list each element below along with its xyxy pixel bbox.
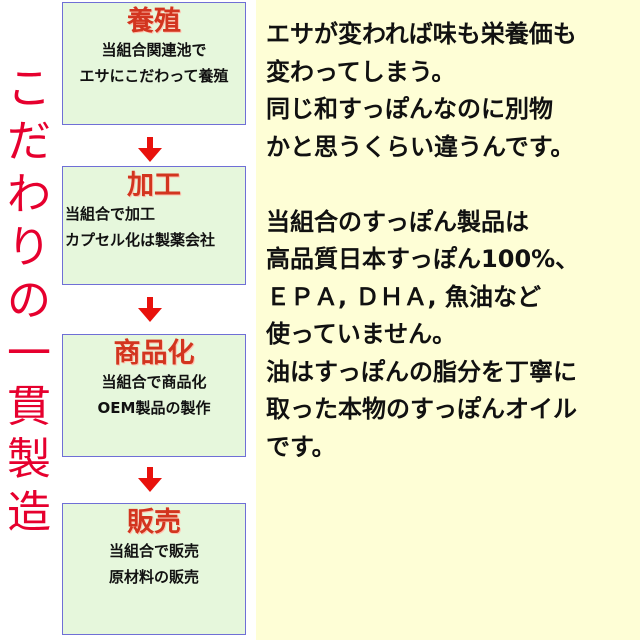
vertical-title-char: わ — [7, 169, 51, 220]
step-title-processing: 加工 — [127, 170, 181, 201]
step-line: 当組合で加工 — [65, 205, 156, 223]
description-line: ＥＰＡ, ＤＨＡ, 魚油など — [266, 282, 541, 311]
vertical-title-char: 一 — [7, 328, 51, 379]
step-title-breeding: 養殖 — [127, 6, 181, 37]
description-line: 油はすっぽんの脂分を丁寧に — [266, 357, 578, 386]
step-box-processing: 加工 当組合で加工 カプセル化は製薬会社 — [62, 166, 246, 285]
step-line: 当組合関連池で — [101, 41, 207, 59]
description-line: です。 — [266, 432, 336, 461]
step-box-commercialization: 商品化 当組合で商品化 OEM製品の製作 — [62, 334, 246, 457]
vertical-title-char: 貫 — [7, 381, 51, 432]
vertical-title-char: 造 — [7, 487, 51, 538]
description-line: 当組合のすっぽん製品は — [266, 207, 530, 236]
down-arrow-icon — [138, 137, 162, 162]
vertical-title: こ だ わ り の 一 貫 製 造 — [6, 62, 52, 539]
vertical-title-char: こ — [7, 63, 51, 114]
step-line: OEM製品の製作 — [97, 399, 211, 417]
paragraph-gap — [266, 166, 640, 204]
vertical-title-char: り — [7, 222, 51, 273]
vertical-title-char: 製 — [7, 434, 51, 485]
step-line: 原材料の販売 — [108, 568, 199, 586]
description-line: 変わってしまう。 — [266, 57, 456, 86]
step-line: カプセル化は製薬会社 — [65, 231, 216, 249]
step-box-breeding: 養殖 当組合関連池で エサにこだわって養殖 — [62, 2, 246, 125]
vertical-title-char: だ — [7, 116, 51, 167]
description-line: 高品質日本すっぽん100%、 — [266, 245, 580, 273]
description-line: かと思うくらい違うんです。 — [266, 132, 575, 161]
step-title-commercialization: 商品化 — [113, 338, 195, 369]
step-box-sales: 販売 当組合で販売 原材料の販売 — [62, 503, 246, 635]
step-title-sales: 販売 — [127, 507, 181, 538]
description-line: エサが変われば味も栄養価も — [266, 20, 577, 48]
description-line: 同じ和すっぽんなのに別物 — [266, 95, 554, 123]
description-panel: エサが変われば味も栄養価も 変わってしまう。 同じ和すっぽんなのに別物 かと思う… — [256, 0, 640, 640]
description-line: 使っていません。 — [266, 320, 457, 348]
step-line: 当組合で商品化 — [101, 373, 207, 391]
step-line: エサにこだわって養殖 — [79, 67, 229, 85]
down-arrow-icon — [138, 297, 162, 322]
down-arrow-icon — [138, 467, 162, 492]
step-line: 当組合で販売 — [108, 542, 199, 560]
vertical-title-char: の — [7, 275, 51, 326]
description-line: 取った本物のすっぽんオイル — [266, 395, 578, 423]
